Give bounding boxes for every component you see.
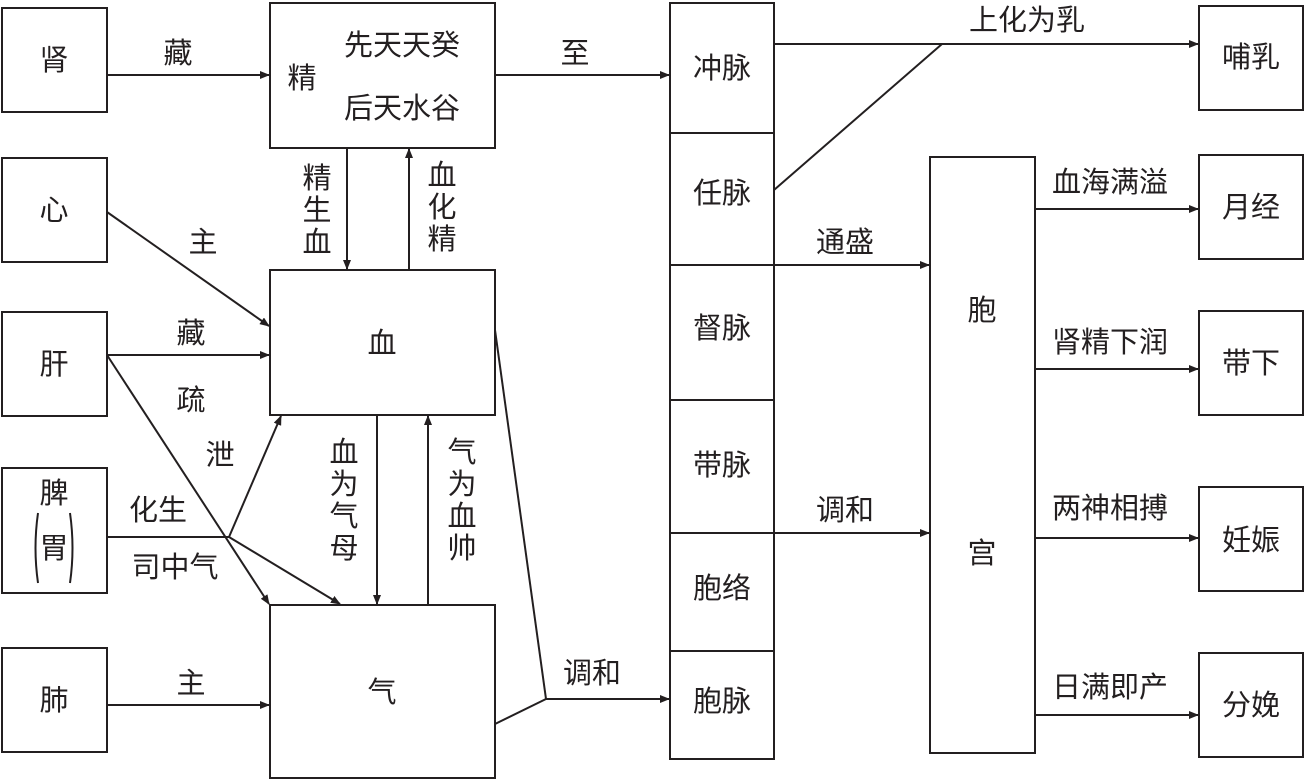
label-smooth: 疏 xyxy=(176,383,205,417)
label-kidney-moisten: 肾精下润 xyxy=(1052,325,1168,359)
label-transform-milk: 上化为乳 xyxy=(969,3,1085,37)
label-blood-to-essence-2: 化 xyxy=(427,190,456,224)
meridian-box-dai xyxy=(669,399,775,534)
pregnancy-box xyxy=(1198,486,1304,592)
kidney-box xyxy=(1,7,108,113)
meridian-box-baomai xyxy=(669,650,775,760)
meridian-ren: 任脉 xyxy=(693,176,751,210)
pregnancy-label: 妊娠 xyxy=(1222,523,1280,557)
arrow-liver-to-qi xyxy=(106,354,270,605)
label-blood-to-essence-1: 血 xyxy=(427,158,456,192)
postnatal-label: 后天水谷 xyxy=(344,91,460,125)
meridian-baoluo: 胞络 xyxy=(693,571,751,605)
blood-label: 血 xyxy=(367,326,396,360)
meridian-du: 督脉 xyxy=(693,311,751,345)
childbirth-label: 分娩 xyxy=(1222,688,1280,722)
lung-box xyxy=(1,647,108,753)
open-paren xyxy=(34,512,39,584)
uterus-char-2: 宫 xyxy=(967,536,996,570)
line-blood-merge xyxy=(494,329,547,700)
stomach-label: 胃 xyxy=(39,531,68,565)
label-essence-gen-blood-2: 生 xyxy=(302,193,331,227)
label-harmonize-bottom: 调和 xyxy=(563,656,621,690)
label-liver-stores: 藏 xyxy=(176,316,205,350)
label-blood-mother-qi-1: 血 xyxy=(329,435,358,469)
meridian-box-baoluo xyxy=(669,532,775,652)
spleen-stomach-box xyxy=(1,467,108,594)
arrow-spleen-to-qi xyxy=(228,536,341,605)
label-essence-gen-blood-3: 血 xyxy=(302,225,331,259)
arrow-heart-to-blood xyxy=(106,211,270,327)
leukorrhea-label: 带下 xyxy=(1222,346,1280,380)
uterus-box xyxy=(929,156,1036,754)
label-drain: 泄 xyxy=(205,438,234,472)
label-qi-command-blood-4: 帅 xyxy=(447,531,476,565)
label-full-term: 日满即产 xyxy=(1052,670,1168,704)
label-sea-overflow: 血海满溢 xyxy=(1052,165,1168,199)
line-qi-merge xyxy=(494,698,547,725)
label-kidney-stores: 藏 xyxy=(163,36,192,70)
label-qi-command-blood-1: 气 xyxy=(447,435,476,469)
label-flourish: 通盛 xyxy=(816,225,874,259)
label-heart-governs: 主 xyxy=(188,225,217,259)
meridian-box-du xyxy=(669,264,775,401)
prenatal-label: 先天天癸 xyxy=(344,28,460,62)
liver-box xyxy=(1,311,108,417)
essence-label: 精 xyxy=(287,61,316,95)
qi-label: 气 xyxy=(367,675,396,709)
label-harmonize-mid: 调和 xyxy=(816,493,874,527)
label-qi-command-blood-3: 血 xyxy=(447,499,476,533)
heart-box xyxy=(1,157,108,263)
label-control-middle-qi: 司中气 xyxy=(131,550,218,584)
lactation-label: 哺乳 xyxy=(1222,40,1280,74)
meridian-dai: 带脉 xyxy=(693,448,751,482)
line-ren-to-lactation xyxy=(773,43,943,191)
essence-box xyxy=(269,2,496,149)
blood-box xyxy=(269,269,496,416)
label-qi-command-blood-2: 为 xyxy=(447,467,476,501)
heart-label: 心 xyxy=(39,193,68,227)
menses-label: 月经 xyxy=(1222,190,1280,224)
label-blood-to-essence-3: 精 xyxy=(427,222,456,256)
arrow-spleen-to-blood xyxy=(228,415,282,538)
liver-label: 肝 xyxy=(39,347,68,381)
close-paren xyxy=(69,512,74,584)
label-transform-gen: 化生 xyxy=(129,493,187,527)
lactation-box xyxy=(1198,5,1304,111)
leukorrhea-box xyxy=(1198,310,1304,416)
qi-box xyxy=(269,604,496,779)
label-essence-gen-blood-1: 精 xyxy=(302,161,331,195)
meridian-baomai: 胞脉 xyxy=(693,684,751,718)
label-lung-governs: 主 xyxy=(176,666,205,700)
meridian-column: 冲脉 任脉 督脉 带脉 胞络 胞脉 xyxy=(669,2,775,760)
childbirth-box xyxy=(1198,652,1304,758)
uterus-char-1: 胞 xyxy=(967,293,996,327)
menses-box xyxy=(1198,154,1304,260)
spleen-label: 脾 xyxy=(39,476,68,510)
label-blood-mother-qi-2: 为 xyxy=(329,467,358,501)
label-spirits-combine: 两神相搏 xyxy=(1052,491,1168,525)
kidney-label: 肾 xyxy=(39,43,68,77)
meridian-chong: 冲脉 xyxy=(693,51,751,85)
label-blood-mother-qi-3: 气 xyxy=(329,499,358,533)
lung-label: 肺 xyxy=(39,683,68,717)
label-reach: 至 xyxy=(560,36,589,70)
label-blood-mother-qi-4: 母 xyxy=(329,531,358,565)
